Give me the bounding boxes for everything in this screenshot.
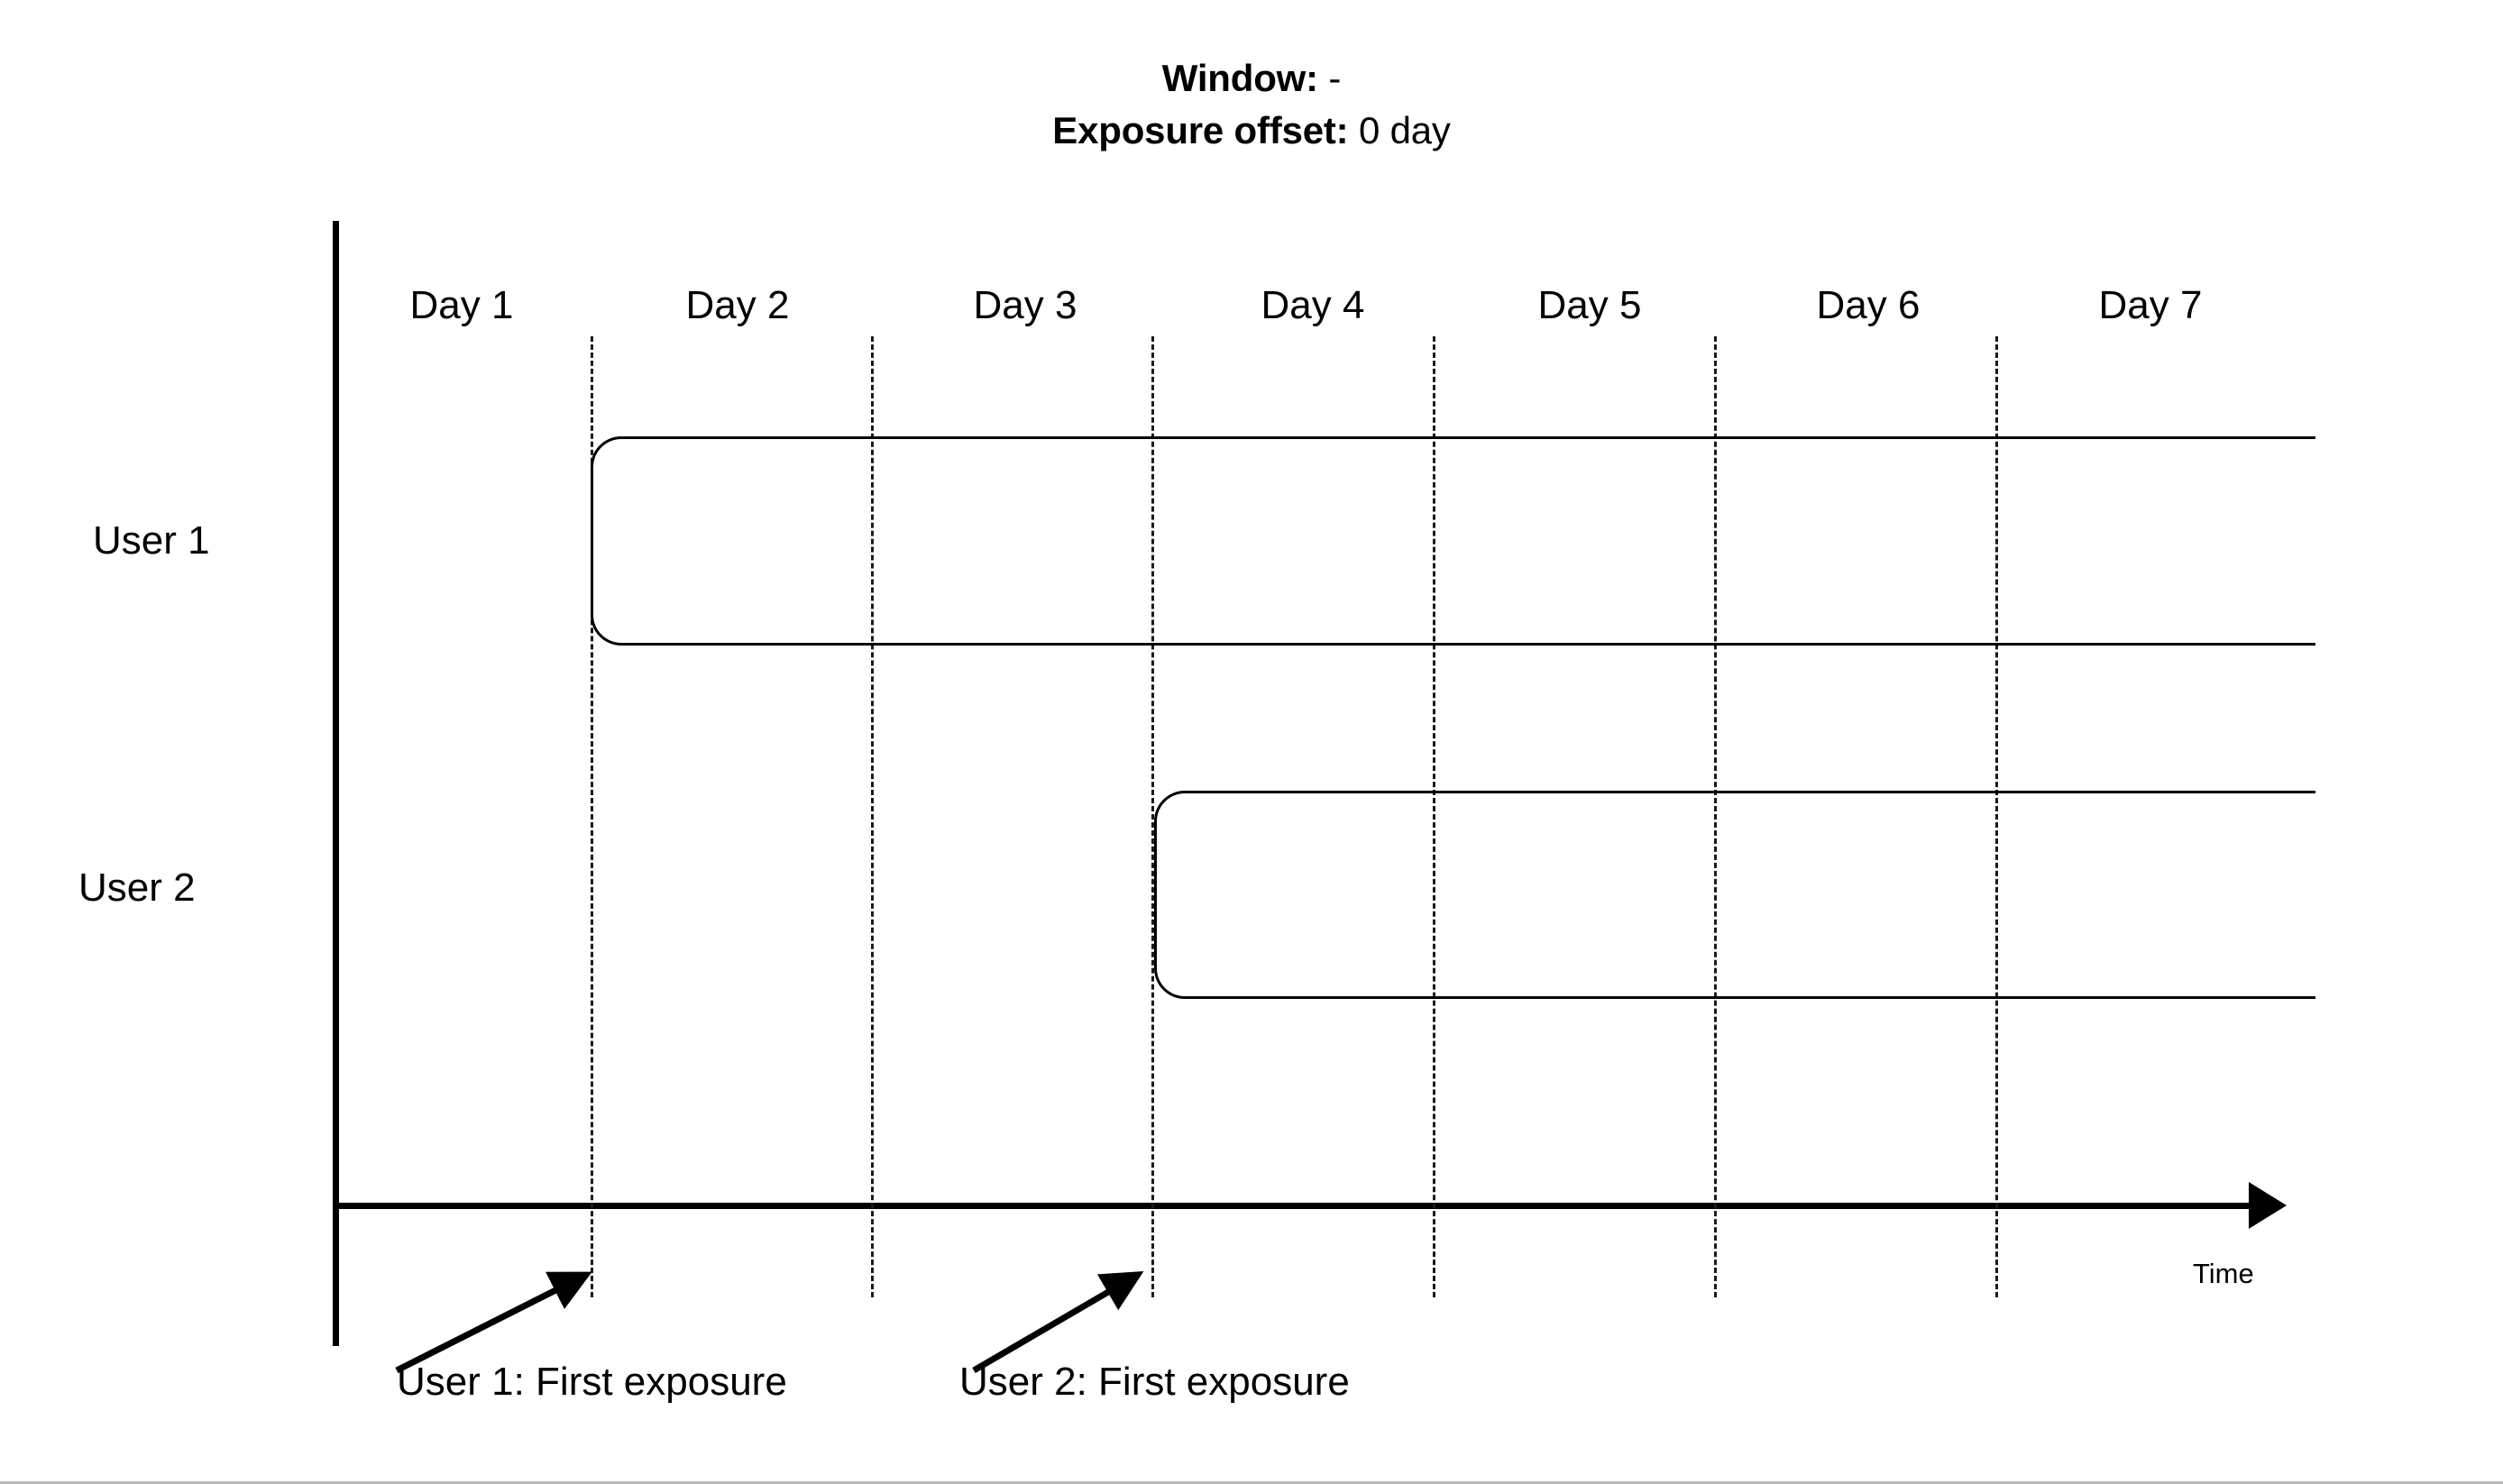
gridline-day-2 bbox=[591, 336, 593, 1297]
day-label-5: Day 5 bbox=[1537, 283, 1642, 327]
exposure-band-user-2 bbox=[1154, 791, 2315, 999]
annotation-arrow-user-1 bbox=[395, 1271, 592, 1374]
title-line-window: Window: - bbox=[0, 52, 2503, 105]
day-label-1: Day 1 bbox=[409, 283, 514, 327]
title-exposure-offset-key: Exposure offset: bbox=[1052, 108, 1349, 151]
x-axis-label: Time bbox=[2193, 1258, 2254, 1289]
gridline-day-7 bbox=[1995, 336, 1998, 1297]
day-label-6: Day 6 bbox=[1816, 283, 1921, 327]
title-line-exposure-offset: Exposure offset: 0 day bbox=[0, 105, 2503, 157]
day-label-4: Day 4 bbox=[1261, 283, 1365, 327]
gridline-day-6 bbox=[1714, 336, 1717, 1297]
annotation-label-user-1: User 1: First exposure bbox=[397, 1360, 787, 1404]
x-axis-arrow-icon bbox=[2249, 1182, 2287, 1229]
title-window-key: Window: bbox=[1161, 57, 1318, 99]
annotation-arrow-user-2 bbox=[972, 1271, 1144, 1374]
row-label-user-2: User 2 bbox=[78, 866, 196, 910]
title-exposure-offset-value: 0 day bbox=[1358, 108, 1451, 151]
diagram-title: Window: - Exposure offset: 0 day bbox=[0, 52, 2503, 157]
day-label-7: Day 7 bbox=[2098, 283, 2203, 327]
exposure-band-user-1 bbox=[591, 436, 2315, 646]
day-label-2: Day 2 bbox=[685, 283, 790, 327]
gridline-day-5 bbox=[1433, 336, 1435, 1297]
title-window-value: - bbox=[1328, 57, 1342, 99]
day-label-3: Day 3 bbox=[973, 283, 1077, 327]
row-label-user-1: User 1 bbox=[93, 518, 210, 563]
annotation-label-user-2: User 2: First exposure bbox=[959, 1360, 1350, 1404]
gridline-day-3 bbox=[871, 336, 874, 1297]
y-axis bbox=[333, 221, 339, 1346]
gridline-day-4 bbox=[1151, 336, 1154, 1297]
x-axis bbox=[333, 1203, 2254, 1209]
